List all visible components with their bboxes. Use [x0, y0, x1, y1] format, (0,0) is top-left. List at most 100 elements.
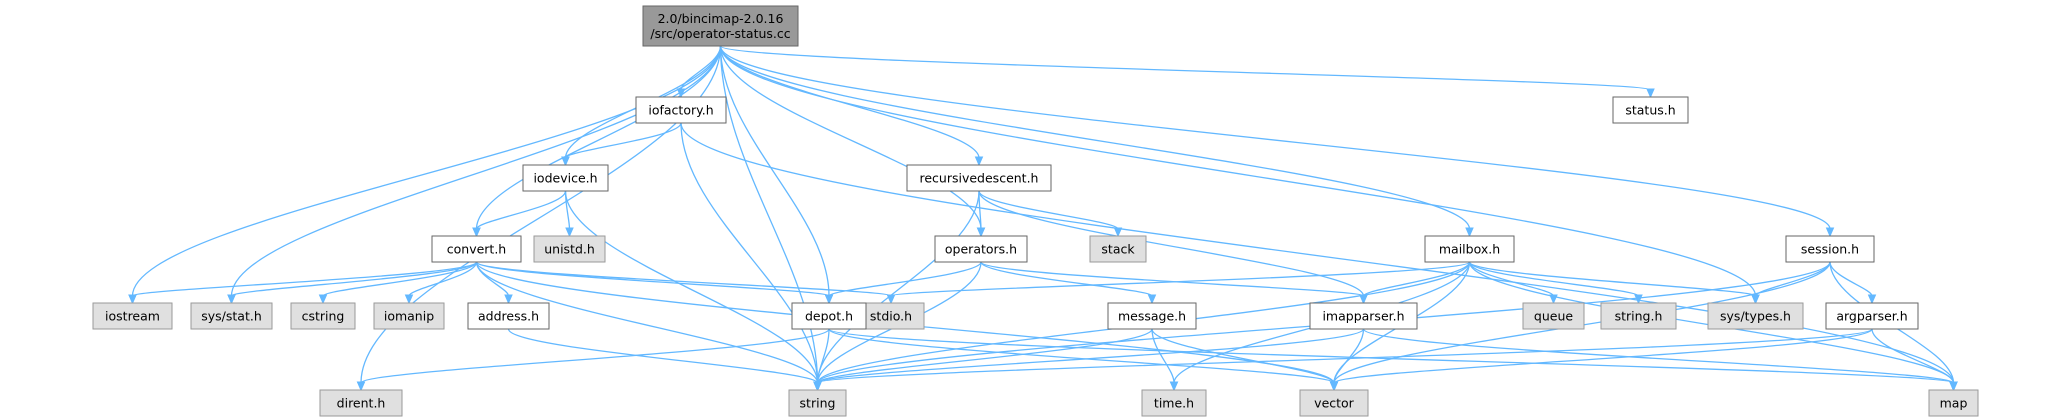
node-iodevice[interactable]: iodevice.h [522, 164, 609, 192]
node-box [1825, 302, 1919, 330]
node-status[interactable]: status.h [1612, 96, 1689, 124]
edge-convert-to-cstring [318, 261, 478, 305]
node-iofactory[interactable]: iofactory.h [635, 96, 727, 124]
node-imapparser[interactable]: imapparser.h [1309, 302, 1418, 330]
node-box [431, 235, 522, 263]
node-box [788, 389, 847, 417]
node-label: mailbox.h [1439, 242, 1500, 257]
node-label: dirent.h [337, 396, 386, 411]
node-label: queue [1534, 309, 1573, 324]
node-label: iomanip [384, 309, 434, 324]
node-box [934, 235, 1028, 263]
edge-line [828, 261, 982, 297]
edge-line [816, 328, 1365, 384]
edge-message-to-timeh [1151, 328, 1179, 392]
edge-iofactory-to-iodevice [561, 122, 682, 167]
edge-operators-to-depot [824, 261, 982, 305]
edge-line [719, 45, 1652, 91]
node-sysstat: sys/stat.h [190, 302, 273, 330]
edge-line [816, 190, 980, 384]
node-address[interactable]: address.h [467, 302, 550, 330]
edge-arrowhead [128, 294, 137, 305]
edge-line [475, 261, 819, 384]
node-label: sys/types.h [1720, 309, 1791, 324]
edge-line [475, 190, 567, 230]
edge-arrowhead [1329, 381, 1339, 392]
edge-line [507, 328, 819, 384]
edge-line [360, 328, 830, 384]
node-box [533, 235, 606, 263]
edge-line [131, 45, 722, 297]
node-iomanip: iomanip [373, 302, 445, 330]
edge-root-to-iostream [128, 45, 722, 305]
edge-line [408, 261, 478, 297]
edge-iofactory-to-map [680, 122, 1958, 392]
edge-arrowhead [886, 294, 896, 305]
edge-line [475, 261, 830, 297]
node-label: vector [1314, 396, 1355, 411]
edge-line [719, 45, 1831, 230]
edge-depot-to-dirent [356, 328, 830, 392]
node-label: iodevice.h [533, 171, 597, 186]
edge-line [1362, 328, 1955, 384]
node-box [319, 389, 403, 417]
edge-arrowhead [824, 294, 834, 305]
edge-line [719, 45, 830, 297]
node-label: map [1940, 396, 1968, 411]
node-label: stdio.h [870, 309, 912, 324]
node-cstring: cstring [290, 302, 356, 330]
node-timeh: time.h [1141, 389, 1207, 417]
edge-imapparser-to-map [1362, 328, 1958, 392]
node-label: cstring [302, 309, 345, 324]
node-box [290, 302, 356, 330]
edge-arrowhead [227, 294, 236, 305]
edge-line [475, 45, 722, 230]
edge-arrowhead [1949, 381, 1958, 392]
edge-line [890, 261, 1471, 297]
edge-mailbox-to-stringh [1468, 261, 1643, 305]
node-recursivedescent[interactable]: recursivedescent.h [906, 164, 1052, 192]
edge-recursivedescent-to-imapparser [978, 190, 1368, 305]
edge-line [564, 190, 819, 384]
node-vector: vector [1299, 389, 1369, 417]
node-unistd: unistd.h [533, 235, 606, 263]
node-argparser[interactable]: argparser.h [1825, 302, 1919, 330]
node-stdio: stdio.h [857, 302, 925, 330]
edge-arrowhead [1646, 88, 1655, 99]
node-convert[interactable]: convert.h [431, 235, 522, 263]
edge-arrowhead [976, 227, 986, 238]
edge-root-to-status [719, 45, 1655, 99]
node-depot[interactable]: depot.h [791, 302, 867, 330]
node-box [1309, 302, 1418, 330]
edge-arrowhead [318, 294, 328, 305]
node-session[interactable]: session.h [1785, 235, 1875, 263]
edges-layer [128, 45, 1958, 392]
node-iostream: iostream [92, 302, 173, 330]
node-box [92, 302, 173, 330]
edge-root-to-operators [719, 45, 986, 238]
node-string: string [788, 389, 847, 417]
node-box [1612, 96, 1689, 124]
node-label: /src/operator-status.cc [650, 26, 790, 41]
node-label: iostream [105, 309, 160, 324]
node-label: 2.0/bincimap-2.0.16 [658, 11, 784, 26]
edge-arrowhead [1867, 294, 1877, 305]
node-box [791, 302, 867, 330]
node-label: operators.h [945, 242, 1017, 257]
edge-arrowhead [1751, 294, 1760, 305]
node-box [1107, 302, 1197, 330]
edge-root-to-convert [472, 45, 722, 238]
edge-line [980, 261, 1365, 297]
node-mailbox[interactable]: mailbox.h [1424, 235, 1515, 263]
edge-line [816, 328, 830, 384]
node-map: map [1928, 389, 1979, 417]
node-message[interactable]: message.h [1107, 302, 1197, 330]
edge-line [1151, 328, 1335, 384]
edge-line [680, 122, 819, 384]
edge-line [230, 45, 722, 297]
node-operators[interactable]: operators.h [934, 235, 1028, 263]
edge-arrowhead [1825, 227, 1835, 238]
node-label: message.h [1118, 309, 1186, 324]
node-root[interactable]: 2.0/bincimap-2.0.16/src/operator-status.… [642, 5, 799, 47]
